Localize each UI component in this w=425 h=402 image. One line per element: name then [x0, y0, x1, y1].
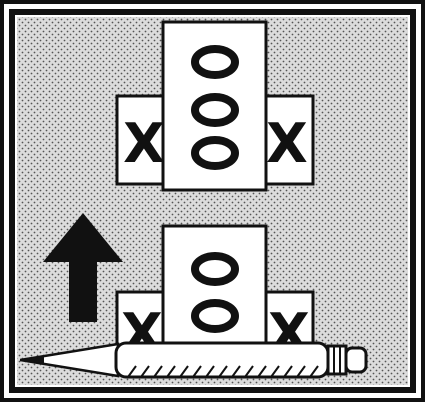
top-right-x: X [266, 112, 308, 175]
top-left-x: X [123, 112, 165, 175]
